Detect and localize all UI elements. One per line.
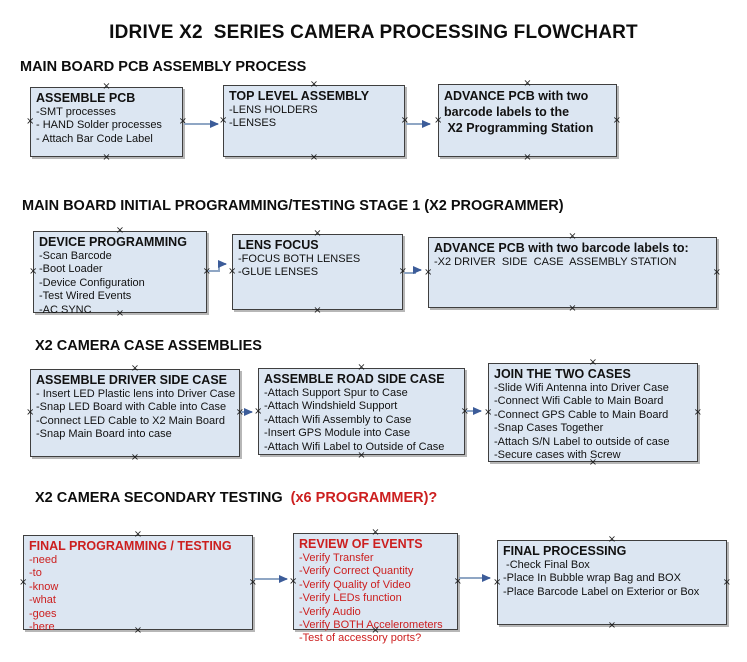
- connection-marker: ×: [309, 152, 319, 163]
- box-title: ASSEMBLE ROAD SIDE CASE: [264, 372, 445, 386]
- connection-marker: ×: [130, 452, 140, 463]
- connection-marker: ×: [202, 266, 211, 277]
- connection-marker: ×: [228, 266, 237, 277]
- connection-marker: ×: [424, 266, 433, 278]
- box-title: JOIN THE TWO CASES: [494, 367, 631, 381]
- box-title: LENS FOCUS: [238, 238, 319, 252]
- connection-marker: ×: [29, 266, 38, 277]
- connection-marker: ×: [493, 576, 502, 588]
- box-lines: -FOCUS BOTH LENSES -GLUE LENSES: [238, 253, 361, 279]
- box-title: ASSEMBLE PCB: [36, 91, 136, 105]
- box-lines: -LENS HOLDERS -LENSES: [229, 104, 318, 130]
- box-title: DEVICE PROGRAMMING: [39, 235, 187, 249]
- box-top-level-assembly: TOP LEVEL ASSEMBLY -LENS HOLDERS -LENSES…: [219, 80, 409, 163]
- section-heading-secondary-testing-text: X2 CAMERA SECONDARY TESTING: [35, 490, 287, 506]
- box-title: REVIEW OF EVENTS: [299, 537, 423, 551]
- connection-marker: ×: [453, 575, 462, 587]
- box-device-programming: DEVICE PROGRAMMING -Scan Barcode -Boot L…: [29, 226, 211, 319]
- connection-marker: ×: [219, 115, 228, 126]
- section-heading-case-assemblies: X2 CAMERA CASE ASSEMBLIES: [35, 338, 262, 354]
- box-assemble-pcb: ASSEMBLE PCB -SMT processes - HAND Solde…: [26, 82, 187, 163]
- box-assemble-driver-side-case: ASSEMBLE DRIVER SIDE CASE - Insert LED P…: [26, 364, 244, 463]
- box-final-programming-testing: FINAL PROGRAMMING / TESTING -need -to -k…: [19, 530, 257, 636]
- box-lines: -Slide Wifi Antenna into Driver Case -Co…: [494, 382, 670, 462]
- connection-marker: ×: [484, 406, 493, 418]
- box-lines: -Check Final Box -Place In Bubble wrap B…: [503, 559, 700, 598]
- connection-marker: ×: [722, 576, 731, 588]
- connection-marker: ×: [26, 116, 35, 127]
- box-assemble-road-side-case: ASSEMBLE ROAD SIDE CASE -Attach Support …: [254, 363, 469, 461]
- connection-marker: ×: [460, 405, 469, 417]
- connection-marker: ×: [568, 303, 577, 314]
- connection-marker: ×: [523, 152, 532, 163]
- connection-marker: ×: [400, 115, 409, 126]
- connection-marker: ×: [434, 114, 443, 126]
- box-lines: -Attach Support Spur to Case -Attach Win…: [264, 387, 445, 453]
- box-final-processing: FINAL PROCESSING -Check Final Box -Place…: [493, 535, 731, 631]
- connection-marker: ×: [254, 405, 263, 417]
- connection-marker: ×: [248, 576, 257, 588]
- connection-marker: ×: [235, 407, 244, 418]
- box-lines: -need -to -know -what -goes -here: [29, 554, 59, 634]
- flow-arrow: [404, 266, 422, 274]
- connection-marker: ×: [289, 575, 298, 587]
- flow-arrow: [208, 260, 227, 272]
- box-lines: -Verify Transfer -Verify Correct Quantit…: [299, 552, 443, 645]
- connection-marker: ×: [102, 152, 111, 163]
- box-title: ADVANCE PCB with two barcode labels to t…: [444, 89, 594, 135]
- connection-marker: ×: [607, 620, 617, 631]
- box-lens-focus: LENS FOCUS -FOCUS BOTH LENSES -GLUE LENS…: [228, 229, 407, 316]
- section-heading-initial-programming: MAIN BOARD INITIAL PROGRAMMING/TESTING S…: [22, 198, 564, 214]
- connection-marker: ×: [19, 576, 28, 588]
- connection-marker: ×: [693, 406, 702, 418]
- box-title: ADVANCE PCB with two barcode labels to:: [434, 241, 689, 255]
- box-lines: - Insert LED Plastic lens into Driver Ca…: [36, 388, 236, 441]
- box-title: FINAL PROCESSING: [503, 544, 627, 558]
- connection-marker: ×: [26, 407, 35, 418]
- connection-marker: ×: [313, 305, 322, 316]
- connection-marker: ×: [612, 114, 621, 126]
- section-heading-secondary-testing: X2 CAMERA SECONDARY TESTING (x6 PROGRAMM…: [35, 490, 437, 506]
- box-advance-pcb-programming-station: ADVANCE PCB with two barcode labels to t…: [434, 79, 621, 163]
- box-lines: -SMT processes - HAND Solder processes -…: [36, 106, 162, 145]
- box-review-of-events: REVIEW OF EVENTS -Verify Transfer -Verif…: [289, 528, 462, 645]
- section-heading-main-board-pcb: MAIN BOARD PCB ASSEMBLY PROCESS: [20, 59, 307, 75]
- box-lines: -Scan Barcode -Boot Loader -Device Confi…: [39, 250, 145, 316]
- box-advance-pcb-driver-side-station: ADVANCE PCB with two barcode labels to: …: [424, 232, 721, 314]
- box-title: FINAL PROGRAMMING / TESTING: [29, 539, 232, 553]
- connection-marker: ×: [178, 116, 187, 127]
- box-lines: -X2 DRIVER SIDE CASE ASSEMBLY STATION: [434, 256, 677, 268]
- box-title: ASSEMBLE DRIVER SIDE CASE: [36, 373, 228, 387]
- connection-marker: ×: [712, 266, 721, 278]
- box-join-the-two-cases: JOIN THE TWO CASES -Slide Wifi Antenna i…: [484, 358, 702, 468]
- box-title: TOP LEVEL ASSEMBLY: [229, 89, 370, 103]
- page-title: IDRIVE X2 SERIES CAMERA PROCESSING FLOWC…: [109, 22, 638, 43]
- section-heading-secondary-testing-accent: (x6 PROGRAMMER)?: [286, 490, 438, 506]
- connection-marker: ×: [398, 266, 407, 277]
